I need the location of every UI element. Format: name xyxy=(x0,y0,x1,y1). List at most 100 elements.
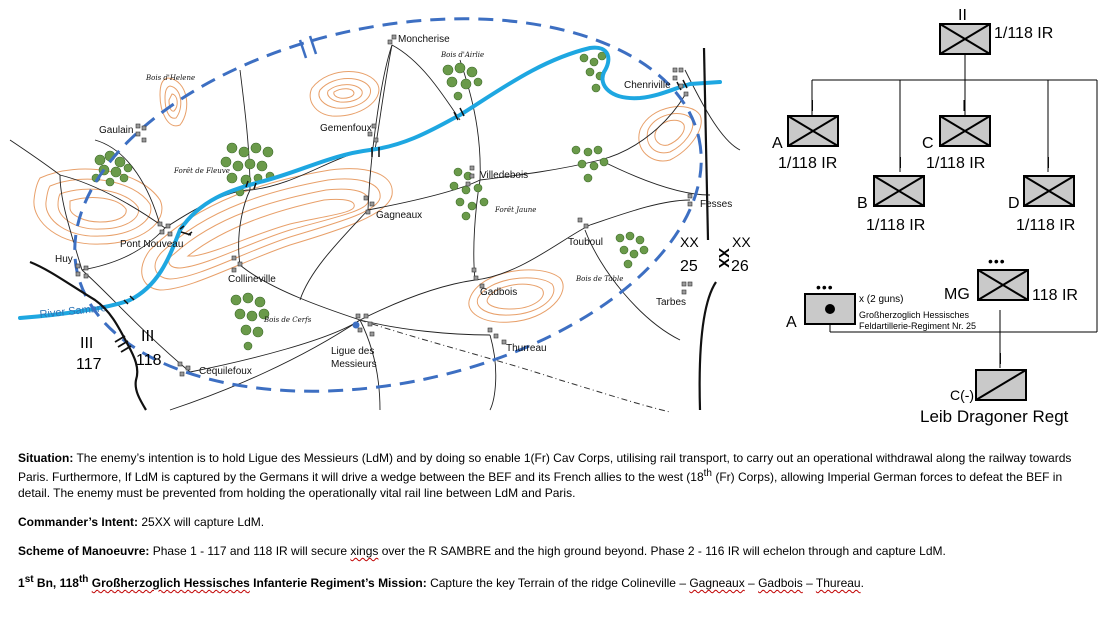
place-label-gadbois: Gadbois xyxy=(480,287,517,298)
ligue-objective-dot xyxy=(352,321,360,329)
bridge-gagneaux xyxy=(245,180,257,190)
place-label-thurreau: Thurreau xyxy=(506,343,547,354)
mission-end: . xyxy=(860,576,864,590)
order-of-battle-diagram: II 1/118 IR I A 1/118 IR I C 1/118 IR I … xyxy=(772,7,1098,426)
unit-117-marker: III 117 xyxy=(76,335,102,373)
company-d-label: 1/118 IR xyxy=(1016,217,1075,234)
settlements xyxy=(75,34,693,377)
place-label-fesses: Fesses xyxy=(700,199,732,210)
artillery-name-2: Feldartillerie-Regiment Nr. 25 xyxy=(859,321,976,331)
cavalry-letter: C(-) xyxy=(950,387,974,403)
mg-label: MG xyxy=(944,286,970,303)
cavalry-echelon: I xyxy=(998,351,1002,368)
place-label-chenriville: Chenriville xyxy=(624,80,671,91)
tree-cluster-table xyxy=(615,231,649,269)
hill-gaulain xyxy=(159,77,188,127)
div-25-number: 25 xyxy=(680,258,698,275)
village-tarbes xyxy=(681,281,693,295)
unit-118-echelon: III xyxy=(141,328,154,345)
orders-text: Situation: The enemy’s intention is to h… xyxy=(18,450,1093,604)
tree-cluster-villedebois-east xyxy=(571,145,609,183)
wood-label-helene: Bois d'Helene xyxy=(145,74,195,82)
company-b-echelon: I xyxy=(898,155,902,172)
mission-gadbois: Gadbois xyxy=(758,576,803,590)
div-25-echelon: XX xyxy=(680,234,699,250)
boundary-117-118 xyxy=(29,260,147,411)
div-boundary-symbol: XX xyxy=(715,248,732,268)
village-cequilefoux xyxy=(177,361,191,377)
company-d-letter: D xyxy=(1008,195,1020,212)
mg-unit: 118 IR xyxy=(1032,287,1078,304)
place-label-tarbes: Tarbes xyxy=(656,297,686,308)
div-26-number: 26 xyxy=(731,258,749,275)
objective-boundary xyxy=(73,17,703,393)
contour-lines xyxy=(33,71,702,323)
hq-echelon: II xyxy=(958,7,967,24)
scheme-text-1: Phase 1 - 117 and 118 IR will secure xyxy=(149,544,351,558)
orbat-company-b: B 1/118 IR xyxy=(857,175,925,234)
place-label-moncherise: Moncherise xyxy=(398,34,450,45)
company-c-echelon: I xyxy=(962,98,966,115)
bridges xyxy=(123,79,688,305)
place-label-ligue-1: Ligue des xyxy=(331,346,374,357)
village-huy xyxy=(75,263,89,279)
boundary-mark xyxy=(298,35,318,59)
mission-sup1: st xyxy=(24,574,34,585)
company-c-letter: C xyxy=(922,135,934,152)
company-a-letter: A xyxy=(772,135,783,152)
unit-118-number: 118 xyxy=(136,352,162,369)
bridge-gemenfoux xyxy=(371,147,380,157)
unit-117-echelon: III xyxy=(80,335,93,352)
orbat-cavalry: I C(-) Leib Dragoner Regt xyxy=(920,351,1069,426)
orbat-company-c: I C 1/118 IR xyxy=(922,98,991,172)
orbat-connectors xyxy=(811,52,1098,368)
hill-central-ridge xyxy=(141,168,393,291)
situation-paragraph: Situation: The enemy’s intention is to h… xyxy=(18,450,1093,501)
bridge-moncherise xyxy=(453,107,465,121)
mission-text-2: – xyxy=(802,576,816,590)
railway-line xyxy=(359,319,671,413)
hill-north xyxy=(309,71,380,117)
boundary-ticks xyxy=(114,335,132,353)
div-26-echelon: XX xyxy=(732,234,751,250)
place-label-ligue-2: Messieurs xyxy=(331,359,377,370)
village-gadbois xyxy=(471,267,485,289)
orbat-company-d: D 1/118 IR xyxy=(1008,175,1075,234)
village-chenriville xyxy=(672,67,689,97)
place-label-huy: Huy xyxy=(55,254,73,265)
scheme-label: Scheme of Manoeuvre: xyxy=(18,544,150,558)
unit-118-marker: III 118 xyxy=(136,328,162,369)
place-label-gagneaux: Gagneaux xyxy=(376,210,422,221)
wood-label-table: Bois de Table xyxy=(575,275,623,283)
mission-gagneaux: Gagneaux xyxy=(689,576,745,590)
tree-cluster-chenriville xyxy=(579,51,607,93)
scheme-text-2: over the R SAMBRE and the high ground be… xyxy=(378,544,946,558)
scheme-paragraph: Scheme of Manoeuvre: Phase 1 - 117 and 1… xyxy=(18,543,1093,559)
hq-label: 1/118 IR xyxy=(994,25,1053,42)
mg-echelon: ••• xyxy=(988,253,1006,269)
hill-gadbois xyxy=(468,269,564,323)
village-ligue xyxy=(355,313,375,337)
mission-sup2: th xyxy=(78,574,89,585)
artillery-letter: A xyxy=(786,314,797,331)
mission-1: 1 xyxy=(18,576,25,590)
mission-thureau: Thureau xyxy=(815,576,861,590)
situation-label: Situation: xyxy=(18,451,74,465)
wood-label-cerfs: Bois de Cerfs xyxy=(263,316,312,324)
situation-text-2: (Fr) Corps), allowing Imperial German fo… xyxy=(18,470,1063,500)
village-gagneaux xyxy=(363,195,375,215)
place-labels: Moncherise Chenriville Gaulain Gemenfoux… xyxy=(55,34,732,377)
village-moncherise xyxy=(387,34,397,45)
situation-sup: th xyxy=(703,468,712,479)
river-sambre xyxy=(18,45,722,320)
village-gaulain xyxy=(135,123,147,143)
bridge-huy xyxy=(123,295,135,305)
place-label-touboul: Touboul xyxy=(568,237,603,248)
boundary-25-26-south xyxy=(698,281,717,411)
wood-label-jaune: Forêt Jaune xyxy=(494,206,536,214)
bridge-pont-nouveau xyxy=(179,225,193,236)
place-label-gaulain: Gaulain xyxy=(99,125,133,136)
tree-cluster-airlie xyxy=(442,62,483,101)
company-a-echelon: I xyxy=(810,98,814,115)
intent-paragraph: Commander’s Intent: 25XX will capture Ld… xyxy=(18,514,1093,530)
